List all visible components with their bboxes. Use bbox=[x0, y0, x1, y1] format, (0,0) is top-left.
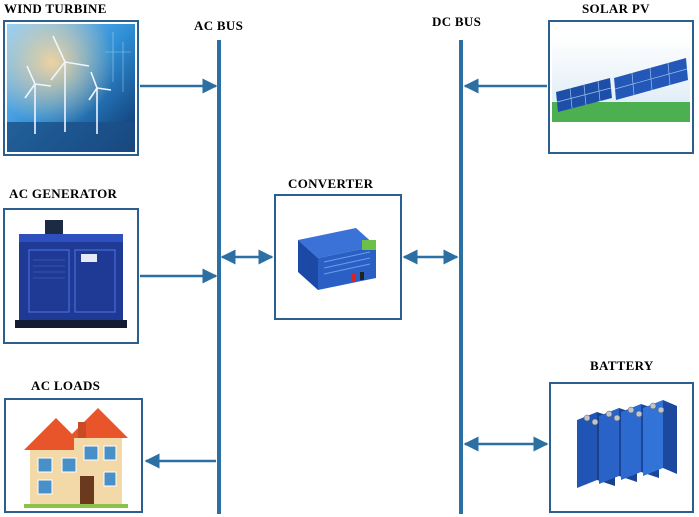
solar-pv-box bbox=[548, 20, 694, 154]
converter-label: CONVERTER bbox=[288, 176, 374, 191]
battery-image bbox=[551, 384, 692, 511]
ac-generator-box bbox=[3, 208, 139, 344]
battery-label: BATTERY bbox=[590, 358, 654, 373]
ac-generator-image bbox=[5, 210, 137, 342]
ac-generator-label: AC GENERATOR bbox=[9, 186, 118, 201]
wind-turbine-box bbox=[3, 20, 139, 156]
wind-turbine-label: WIND TURBINE bbox=[4, 1, 107, 16]
converter-image bbox=[276, 196, 400, 318]
wind-turbine-image bbox=[7, 24, 135, 152]
solar-pv-label: SOLAR PV bbox=[582, 1, 650, 16]
ac-loads-box bbox=[4, 398, 143, 513]
converter-box bbox=[274, 194, 402, 320]
dc-bus-label: DC BUS bbox=[432, 14, 482, 29]
ac-loads-label: AC LOADS bbox=[31, 378, 101, 393]
ac-bus-line bbox=[217, 40, 221, 514]
battery-box bbox=[549, 382, 694, 513]
dc-bus-line bbox=[459, 40, 463, 514]
house-image bbox=[6, 400, 141, 511]
solar-pv-image bbox=[550, 22, 692, 152]
ac-bus-label: AC BUS bbox=[194, 18, 244, 33]
